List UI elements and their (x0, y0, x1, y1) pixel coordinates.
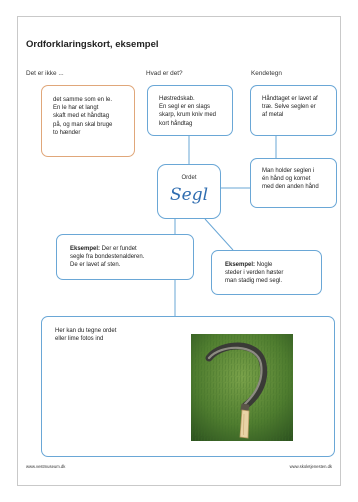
not-it-box: det samme som en le. En le har et langt … (41, 85, 135, 157)
what-is-box: Høstredskab. En segl er en slags skarp, … (147, 85, 233, 136)
column-label-what-is: Hvad er det? (146, 70, 183, 77)
center-word: Segl (169, 185, 209, 205)
drawing-prompt-text: Her kan du tegne ordet eller lime fotos … (55, 328, 117, 343)
example-box-1: Eksempel: Der er fundet segle fra bondes… (56, 234, 194, 280)
example-1-label: Eksempel: (70, 246, 101, 252)
page-border (17, 16, 341, 486)
column-label-features: Kendetegn (251, 70, 282, 77)
page-title: Ordforklaringskort, eksempel (26, 39, 159, 50)
example-box-2: Eksempel: Nogle steder i verden høster m… (211, 250, 322, 295)
example-1-text: Der er fundet segle fra bondestenalderen… (70, 246, 145, 269)
example-2-text: Nogle steder i verden høster man stadig … (225, 262, 284, 285)
center-word-label: Ordet (181, 175, 197, 181)
footer-right-url[interactable]: www.skoletjenesten.dk (289, 464, 332, 469)
feature-1-text: Håndtaget er lavet af træ. Selve seglen … (262, 96, 318, 119)
not-it-text: det samme som en le. En le har et langt … (53, 97, 113, 136)
feature-box-1: Håndtaget er lavet af træ. Selve seglen … (250, 85, 337, 136)
example-2-label: Eksempel: (225, 262, 256, 268)
sickle-photo (191, 334, 293, 441)
center-word-box: Ordet Segl (157, 164, 221, 219)
footer-left-url[interactable]: www.vestmuseum.dk (26, 464, 66, 469)
feature-2-text: Man holder seglen i én hånd og kornet me… (262, 168, 319, 191)
what-is-text: Høstredskab. En segl er en slags skarp, … (159, 96, 217, 127)
column-label-not-it: Det er ikke ... (26, 70, 64, 77)
feature-box-2: Man holder seglen i én hånd og kornet me… (250, 158, 337, 208)
